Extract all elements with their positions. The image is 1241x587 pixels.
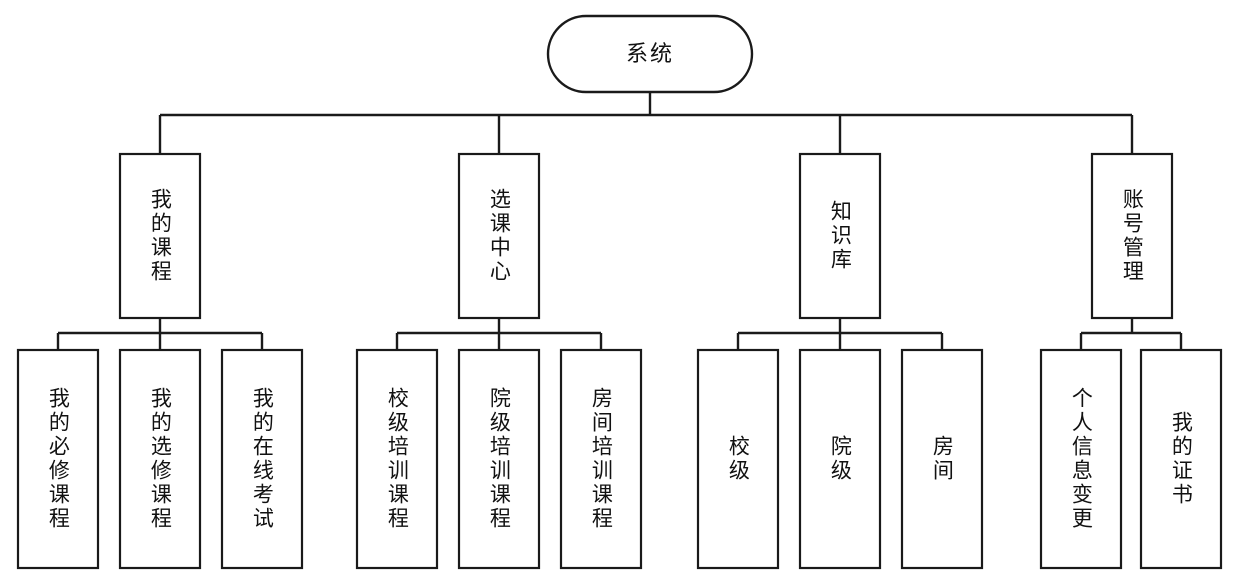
node-box-room[interactable] [900,348,984,570]
node-box-school-level[interactable] [696,348,780,570]
node-box-room-training-courses[interactable] [559,348,643,570]
node-box-my-elective-courses[interactable] [118,348,202,570]
node-box-college-level-training-courses[interactable] [457,348,541,570]
node-box-school-level-training-courses[interactable] [355,348,439,570]
node-box-knowledge-base[interactable] [798,152,882,320]
node-box-root[interactable] [546,14,754,94]
node-box-personal-info-change[interactable] [1039,348,1123,570]
node-box-account-management[interactable] [1090,152,1174,320]
node-box-college-level[interactable] [798,348,882,570]
node-box-my-courses[interactable] [118,152,202,320]
node-box-my-online-exams[interactable] [220,348,304,570]
node-box-my-required-courses[interactable] [16,348,100,570]
node-box-course-selection-center[interactable] [457,152,541,320]
node-box-my-certificates[interactable] [1139,348,1223,570]
node-layer [16,14,1223,570]
connector-layer [56,92,1183,350]
